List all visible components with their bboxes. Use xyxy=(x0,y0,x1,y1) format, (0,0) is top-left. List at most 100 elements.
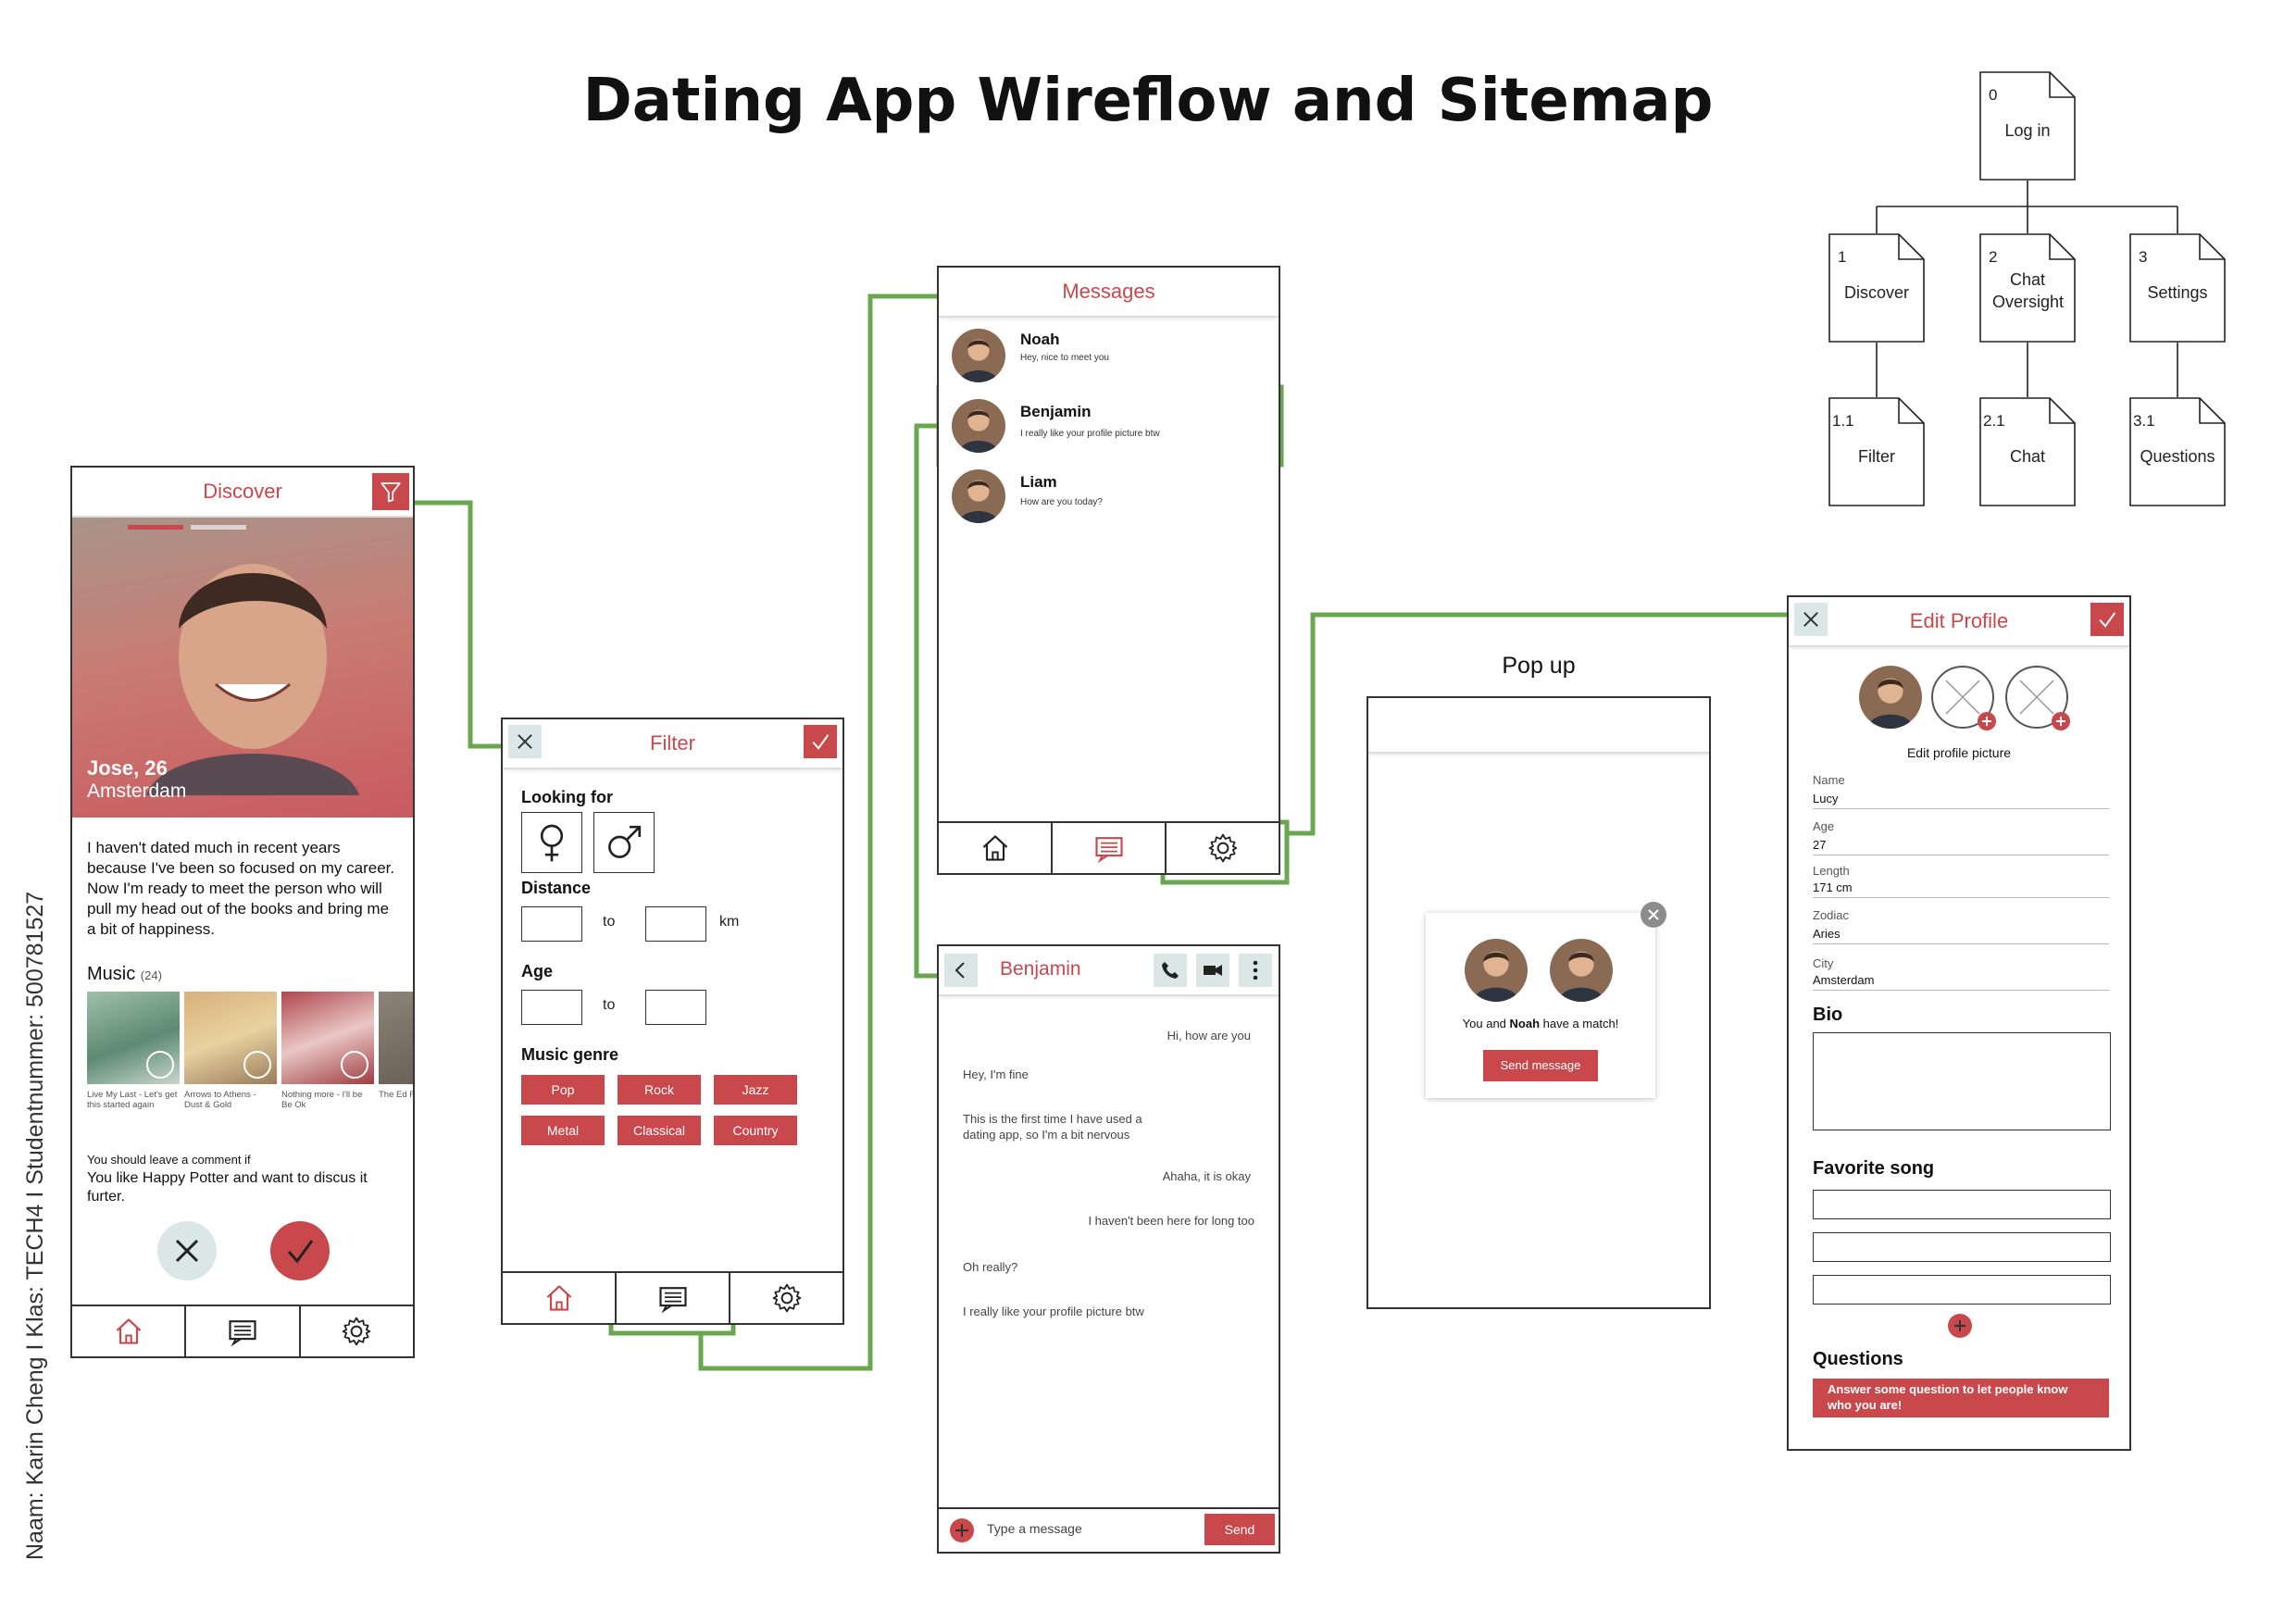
female-toggle[interactable] xyxy=(521,812,582,873)
field-value[interactable]: Aries xyxy=(1813,927,1841,941)
conversation-item[interactable]: Noah Hey, nice to meet you xyxy=(939,319,1279,386)
song-thumbnail[interactable] xyxy=(281,992,374,1084)
send-button[interactable]: Send xyxy=(1204,1514,1275,1545)
genre-button[interactable]: Rock xyxy=(618,1075,701,1105)
reject-button[interactable] xyxy=(157,1221,217,1280)
genre-button[interactable]: Country xyxy=(714,1116,797,1145)
messages-screen: Messages Noah Hey, nice to meet you Benj… xyxy=(937,266,1280,875)
empty-photo-slot[interactable] xyxy=(2005,666,2070,730)
sitemap-node: 3.1 Questions xyxy=(2129,397,2226,506)
add-photo-button[interactable] xyxy=(1978,712,1996,730)
photo-progress-indicator xyxy=(191,525,246,530)
like-button[interactable] xyxy=(270,1221,330,1280)
age-min-input[interactable] xyxy=(521,990,582,1025)
sitemap-node: 0 Log in xyxy=(1979,71,2076,181)
age-max-input[interactable] xyxy=(645,990,706,1025)
node-number: 1 xyxy=(1838,248,1847,266)
bio-input[interactable] xyxy=(1813,1032,2111,1130)
conversation-item[interactable]: Benjamin I really like your profile pict… xyxy=(939,392,1279,458)
messages-title: Messages xyxy=(1062,280,1155,303)
video-icon xyxy=(1204,965,1222,976)
filter-confirm-button[interactable] xyxy=(804,725,837,758)
plus-icon xyxy=(1954,1320,1965,1331)
video-call-button[interactable] xyxy=(1196,954,1229,987)
edit-profile-save-button[interactable] xyxy=(2090,603,2124,636)
male-toggle[interactable] xyxy=(593,812,655,873)
add-song-button[interactable] xyxy=(1948,1314,1972,1338)
chat-message-received: I really like your profile picture btw xyxy=(963,1305,1144,1318)
node-number: 2 xyxy=(1989,248,1998,266)
empty-photo-slot[interactable] xyxy=(1931,666,1996,730)
chat-contact-name: Benjamin xyxy=(1000,958,1081,980)
node-number: 3 xyxy=(2139,248,2148,266)
contact-name: Noah xyxy=(1020,331,1060,348)
bottom-nav xyxy=(503,1271,842,1323)
play-icon[interactable] xyxy=(146,1051,174,1079)
add-attachment-button[interactable] xyxy=(950,1518,974,1542)
filter-screen: Filter Looking for Distance to km Age to… xyxy=(501,718,844,1325)
field-value[interactable]: Lucy xyxy=(1813,792,1839,805)
favorite-song-label: Favorite song xyxy=(1813,1158,1935,1179)
favorite-song-input[interactable] xyxy=(1813,1190,2111,1219)
back-button[interactable] xyxy=(944,954,978,987)
phone-icon xyxy=(1162,962,1179,979)
plus-icon xyxy=(2056,717,2065,726)
play-icon[interactable] xyxy=(341,1051,368,1079)
nav-settings[interactable] xyxy=(729,1273,842,1323)
nav-settings[interactable] xyxy=(298,1306,413,1356)
bottom-nav xyxy=(939,821,1279,873)
nav-chat[interactable] xyxy=(1051,823,1165,873)
nav-settings[interactable] xyxy=(1165,823,1279,873)
song-thumbnail[interactable] xyxy=(379,992,413,1084)
age-to-label: to xyxy=(603,997,616,1013)
popup-close-button[interactable] xyxy=(1641,902,1666,928)
conversation-item[interactable]: Liam How are you today? xyxy=(939,462,1279,529)
distance-min-input[interactable] xyxy=(521,906,582,942)
node-label: Chat Oversight xyxy=(1992,270,2065,311)
comment-hint: You should leave a comment if xyxy=(87,1153,251,1167)
field-value[interactable]: 171 cm xyxy=(1813,880,1853,894)
contact-name: Liam xyxy=(1020,473,1057,491)
genre-button[interactable]: Pop xyxy=(521,1075,605,1105)
nav-chat[interactable] xyxy=(615,1273,729,1323)
discover-screen: Discover Jose, 26 Amsterdam I haven't da… xyxy=(70,466,415,1358)
song-thumbnail[interactable] xyxy=(184,992,277,1084)
send-message-button[interactable]: Send message xyxy=(1483,1050,1598,1081)
chat-screen: Benjamin Hi, how are you Hey, I'm fine T… xyxy=(937,944,1280,1554)
field-value[interactable]: Amsterdam xyxy=(1813,973,1875,987)
field-underline xyxy=(1813,808,2109,809)
node-number: 0 xyxy=(1989,86,1998,104)
message-input[interactable]: Type a message xyxy=(987,1521,1082,1536)
plus-icon xyxy=(1982,717,1991,726)
field-value[interactable]: 27 xyxy=(1813,838,1827,852)
sitemap-node: 1.1 Filter xyxy=(1828,397,1925,506)
match-text: You and Noah have a match! xyxy=(1462,1017,1619,1030)
chat-message-received: Hey, I'm fine xyxy=(963,1067,1029,1081)
play-icon[interactable] xyxy=(243,1051,271,1079)
music-genre-label: Music genre xyxy=(521,1045,619,1064)
add-photo-button[interactable] xyxy=(2052,712,2070,730)
filter-close-button[interactable] xyxy=(508,725,542,758)
genre-button[interactable]: Classical xyxy=(618,1116,701,1145)
nav-chat[interactable] xyxy=(184,1306,298,1356)
filter-button[interactable] xyxy=(372,473,409,510)
distance-unit: km xyxy=(719,914,740,930)
call-button[interactable] xyxy=(1154,954,1187,987)
message-preview: Hey, nice to meet you xyxy=(1020,353,1109,363)
chat-message-sent: Ahaha, it is okay xyxy=(1162,1169,1251,1183)
genre-button[interactable]: Metal xyxy=(521,1116,605,1145)
more-vertical-icon xyxy=(1253,960,1258,980)
chat-message-sent: I haven't been here for long too xyxy=(1088,1214,1254,1228)
plus-icon xyxy=(955,1524,968,1537)
edit-profile-close-button[interactable] xyxy=(1794,603,1828,636)
more-options-button[interactable] xyxy=(1239,954,1272,987)
song-title: The Ed Fumes xyxy=(379,1090,415,1100)
genre-button[interactable]: Jazz xyxy=(714,1075,797,1105)
distance-max-input[interactable] xyxy=(645,906,706,942)
song-thumbnail[interactable] xyxy=(87,992,180,1084)
field-label: Length xyxy=(1813,864,1850,878)
favorite-song-input[interactable] xyxy=(1813,1275,2111,1305)
favorite-song-input[interactable] xyxy=(1813,1232,2111,1262)
answer-questions-button[interactable]: Answer some question to let people know … xyxy=(1813,1379,2109,1417)
